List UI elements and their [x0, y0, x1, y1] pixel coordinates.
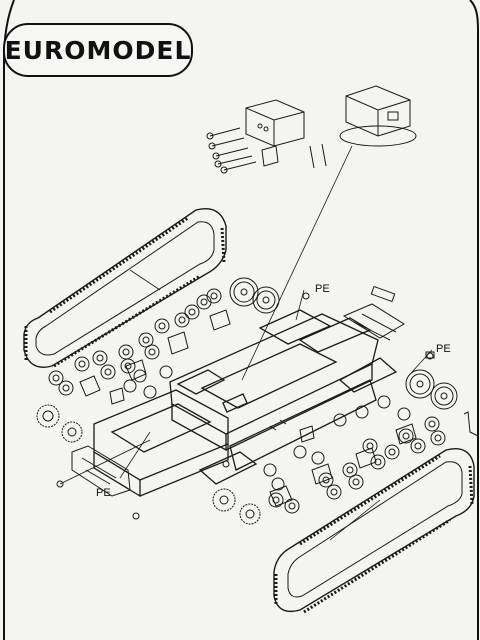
- track-lower-right: [273, 448, 475, 614]
- exhaust-pipes: [206, 127, 327, 174]
- pe-label-upper: PE: [315, 283, 330, 295]
- upper-box-right: [339, 85, 417, 147]
- brand-badge: [3, 23, 193, 77]
- sprocket-wheels: [36, 277, 458, 525]
- upper-box-left: [245, 99, 305, 147]
- pe-label-right: PE: [436, 343, 451, 355]
- small-pins: [56, 292, 434, 520]
- hull-upper-deck: [169, 309, 398, 452]
- pe-fret-left: [71, 445, 131, 497]
- hull-lower: [93, 379, 377, 498]
- road-wheels-upper-left: [48, 288, 222, 399]
- pe-part-right: [425, 351, 479, 437]
- pe-fret-upper: [342, 285, 405, 341]
- brand-logo-text: EUROMODEL: [4, 35, 192, 65]
- track-upper-left: [23, 208, 227, 368]
- pe-label-lower: PE: [96, 487, 111, 499]
- suspension-arms-lower-right: [269, 423, 417, 507]
- road-wheels-lower-right: [263, 395, 446, 514]
- suspension-arms-upper-left: [79, 309, 231, 405]
